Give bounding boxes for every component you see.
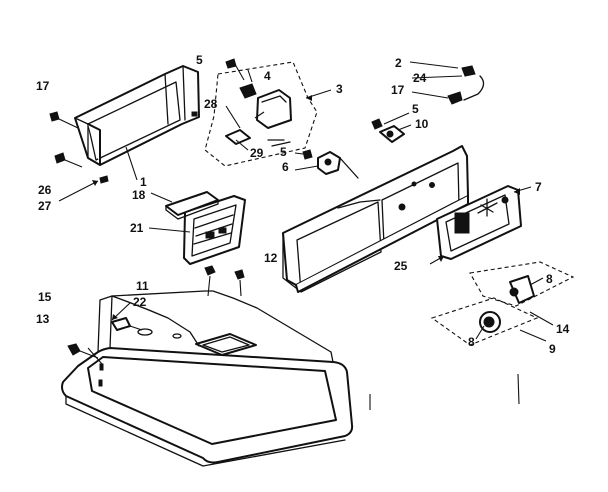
callout-3: 3 <box>336 82 343 96</box>
callout-8-lower: 8 <box>468 335 475 349</box>
callout-14: 14 <box>556 322 570 336</box>
part-lint-filter-21 <box>183 195 246 265</box>
part-screw-13 <box>67 343 99 359</box>
callout-15: 15 <box>38 290 52 304</box>
callout-10: 10 <box>415 117 429 131</box>
part-screw-12 <box>234 269 245 297</box>
part-lint-cover-18 <box>165 191 219 220</box>
part-clip-26 <box>54 152 83 168</box>
part-control-panel-7 <box>282 145 469 293</box>
part-screw-5-mid <box>302 149 313 160</box>
callout-26: 26 <box>38 183 52 197</box>
part-screw-11 <box>204 265 216 297</box>
callout-7: 7 <box>535 180 542 194</box>
callout-labels: 1 2 3 4 5 5 5 6 7 8 8 9 10 11 12 13 14 1… <box>36 53 570 356</box>
callout-6: 6 <box>282 160 289 174</box>
part-screw-17-left <box>49 111 79 129</box>
callout-17-left: 17 <box>36 79 50 93</box>
callout-11: 11 <box>136 279 149 293</box>
callout-1: 1 <box>140 175 147 189</box>
part-clip-15 <box>111 317 143 331</box>
callout-2: 2 <box>395 56 402 70</box>
callout-24: 24 <box>413 71 427 85</box>
top-cabinet <box>61 290 354 467</box>
part-knob-14 <box>469 261 575 307</box>
callout-4: 4 <box>264 69 271 83</box>
leader-arrowheads <box>92 95 520 320</box>
part-wire-24 <box>447 65 485 105</box>
callout-18: 18 <box>132 188 146 202</box>
callout-28: 28 <box>204 97 218 111</box>
callout-29: 29 <box>250 146 264 160</box>
callout-22: 22 <box>133 295 147 309</box>
callout-25: 25 <box>394 259 408 273</box>
part-clip-27 <box>99 175 109 184</box>
scan-marks <box>369 373 520 410</box>
callout-8-upper: 8 <box>546 272 553 286</box>
part-console-back-1 <box>74 65 200 166</box>
switch-group-3 <box>204 58 318 167</box>
part-knob-9 <box>430 297 539 346</box>
leader-lines <box>58 61 554 342</box>
callout-13: 13 <box>36 312 50 326</box>
callout-9: 9 <box>549 342 556 356</box>
part-cam-6 <box>317 151 359 179</box>
callout-27: 27 <box>38 199 52 213</box>
callout-5-top: 5 <box>196 53 203 67</box>
callout-12: 12 <box>264 251 278 265</box>
callout-17-right: 17 <box>391 83 405 97</box>
callout-5-right: 5 <box>412 102 419 116</box>
callout-21: 21 <box>130 221 144 235</box>
callout-5-bottom: 5 <box>280 145 287 159</box>
